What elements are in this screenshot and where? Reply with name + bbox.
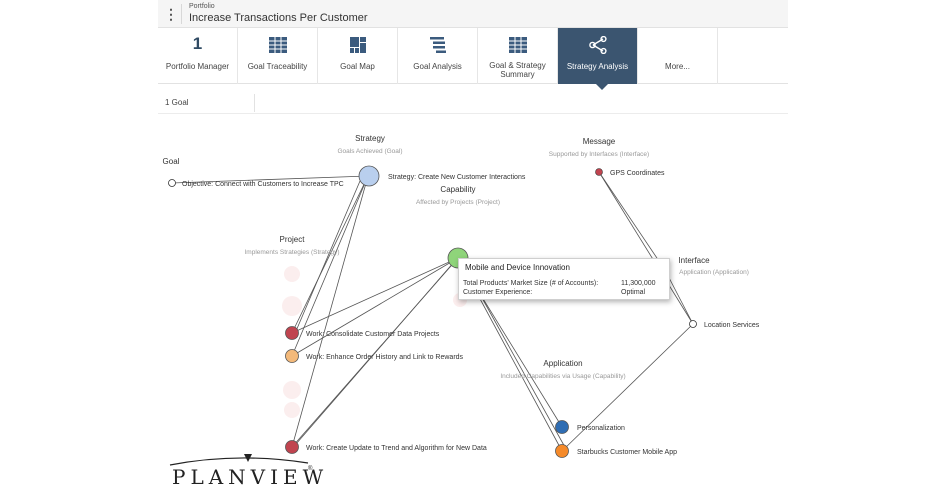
tab-label: Goal & Strategy Summary — [489, 61, 546, 79]
graph-edges — [171, 171, 694, 452]
edge — [598, 171, 694, 325]
tab-goal-strategy-summary[interactable]: Goal & Strategy Summary — [478, 28, 558, 84]
application-heading: Application — [543, 359, 583, 368]
tab-goal-map[interactable]: Goal Map — [318, 28, 398, 84]
tab-strategy-analysis[interactable]: Strategy Analysis — [558, 28, 638, 84]
strategy-subheading: Goals Achieved (Goal) — [337, 148, 403, 155]
faded-nodes — [282, 266, 467, 418]
project-subheading: Implements Strategies (Strategy) — [244, 249, 340, 256]
tooltip-row-label: Customer Experience: — [463, 289, 533, 296]
list-tree-icon — [430, 37, 446, 53]
message-subheading: Supported by Interfaces (Interface) — [548, 151, 650, 158]
node-label-starbucks[interactable]: Starbucks Customer Mobile App — [577, 449, 677, 456]
goal-heading: Goal — [162, 157, 180, 166]
node-tooltip: Mobile and Device Innovation Total Produ… — [458, 258, 670, 300]
faded-node — [283, 381, 301, 399]
tooltip-row-value: Optimal — [621, 289, 646, 296]
tab-label: More... — [665, 62, 690, 71]
node-label-objective[interactable]: Objective: Connect with Customers to Inc… — [182, 181, 344, 188]
interface-node[interactable] — [689, 320, 697, 328]
interface-heading: Interface — [678, 256, 710, 265]
logo-registered-mark: ® — [308, 466, 313, 472]
goal-node[interactable] — [168, 179, 176, 187]
tab-goal-traceability[interactable]: Goal Traceability — [238, 28, 318, 84]
project-node[interactable] — [285, 349, 299, 363]
edge — [598, 171, 666, 271]
project-node[interactable] — [285, 326, 299, 340]
node-label-gps[interactable]: GPS Coordinates — [610, 170, 665, 177]
results-divider — [254, 94, 255, 112]
capability-heading: Capability — [440, 185, 476, 194]
node-label-strategy[interactable]: Strategy: Create New Customer Interactio… — [388, 174, 526, 181]
project-heading: Project — [279, 235, 305, 244]
edge — [291, 175, 369, 334]
edge — [295, 261, 455, 445]
header-divider — [181, 4, 182, 24]
tooltip-row-value: 11,300,000 — [621, 280, 656, 287]
tooltip-row-label: Total Products' Market Size (# of Accoun… — [463, 280, 599, 287]
logo-wordmark: PLANVIEW — [172, 465, 329, 489]
strategy-heading: Strategy — [355, 134, 385, 143]
message-heading: Message — [582, 137, 616, 146]
page-header: ⋮ Portfolio Increase Transactions Per Cu… — [158, 0, 788, 28]
planview-logo: PLANVIEW ® — [168, 452, 323, 492]
node-label-work-3[interactable]: Work: Create Update to Trend and Algorit… — [306, 445, 487, 452]
edge — [291, 175, 369, 448]
tab-goal-analysis[interactable]: Goal Analysis — [398, 28, 478, 84]
edge — [171, 175, 369, 184]
grid-icon — [509, 37, 527, 53]
goal-count: 1 Goal — [165, 98, 189, 107]
faded-node — [282, 296, 302, 316]
edge — [291, 257, 459, 334]
tooltip-title: Mobile and Device Innovation — [465, 263, 570, 272]
capability-subheading: Affected by Projects (Project) — [415, 199, 501, 206]
application-node[interactable] — [555, 444, 569, 458]
results-bar: 1 Goal — [158, 92, 788, 114]
project-node[interactable] — [285, 440, 299, 454]
strategy-node[interactable] — [358, 165, 380, 187]
tab-more[interactable]: More... — [638, 28, 718, 84]
node-label-work-1[interactable]: Work: Consolidate Customer Data Projects — [306, 331, 440, 338]
faded-node — [284, 266, 300, 282]
view-tabs: 1 Portfolio Manager Goal Traceability Go… — [158, 28, 788, 84]
active-tab-caret — [596, 84, 608, 90]
application-subheading: Included Capabilities via Usage (Capabil… — [500, 373, 626, 380]
breadcrumb[interactable]: Portfolio — [189, 3, 215, 10]
edge — [291, 175, 369, 357]
tab-label: Portfolio Manager — [165, 62, 230, 71]
tab-portfolio-manager[interactable]: 1 Portfolio Manager — [158, 28, 238, 84]
treemap-icon — [350, 37, 366, 53]
tab-label: Goal Traceability — [247, 62, 308, 71]
faded-node — [284, 402, 300, 418]
share-network-icon — [589, 36, 607, 54]
tab-label: Goal Analysis — [413, 62, 462, 71]
edge — [291, 257, 459, 357]
edge — [561, 323, 694, 452]
tab-label: Goal Map — [340, 62, 375, 71]
interface-subheading: Application (Application) — [679, 269, 749, 276]
number-1-icon: 1 — [192, 34, 203, 53]
message-node[interactable] — [595, 168, 603, 176]
tab-label: Strategy Analysis — [566, 62, 629, 71]
page-title: Increase Transactions Per Customer — [189, 12, 368, 24]
edge — [295, 180, 361, 332]
application-node[interactable] — [555, 420, 569, 434]
node-label-work-2[interactable]: Work: Enhance Order History and Link to … — [306, 354, 464, 361]
logo-arc-icon — [169, 454, 309, 466]
node-label-personalization[interactable]: Personalization — [577, 425, 625, 432]
grid-icon — [269, 37, 287, 53]
node-label-location[interactable]: Location Services — [704, 322, 760, 329]
